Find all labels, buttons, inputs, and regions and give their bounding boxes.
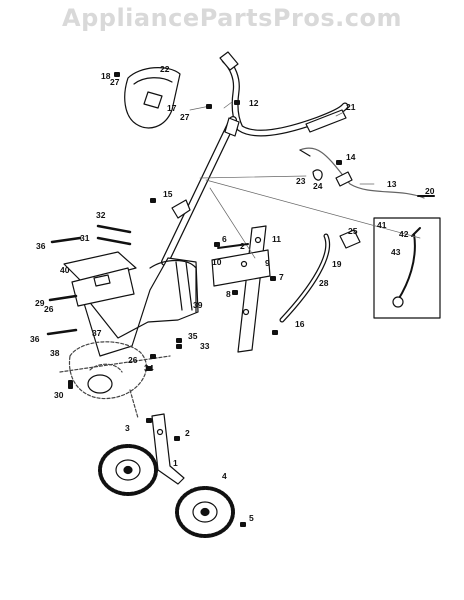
callout-14: 14 bbox=[346, 152, 356, 162]
callout-38: 38 bbox=[50, 348, 60, 358]
cable-clip bbox=[312, 169, 323, 181]
long-bolts bbox=[46, 224, 249, 336]
callout-labels: 1 2 3 4 5 6 2 7 8 9 10 11 12 13 14 15 16… bbox=[30, 64, 435, 523]
callout-13: 13 bbox=[387, 179, 397, 189]
handlebar bbox=[219, 51, 349, 137]
callout-4: 4 bbox=[222, 471, 227, 481]
callout-19: 19 bbox=[332, 259, 342, 269]
callout-30: 30 bbox=[54, 390, 64, 400]
callout-39: 39 bbox=[193, 300, 203, 310]
wheel-right bbox=[175, 486, 235, 538]
callout-11: 11 bbox=[272, 234, 281, 244]
chassis-plate bbox=[79, 257, 199, 357]
callout-12: 12 bbox=[249, 98, 259, 108]
callout-32: 32 bbox=[96, 210, 106, 220]
callout-22: 22 bbox=[160, 64, 170, 74]
callout-33: 33 bbox=[200, 341, 210, 351]
callout-41: 41 bbox=[377, 220, 387, 230]
callout-18: 18 bbox=[101, 71, 111, 81]
callout-26b: 26 bbox=[128, 355, 138, 365]
handle-bracket bbox=[211, 225, 271, 353]
callout-15: 15 bbox=[163, 189, 173, 199]
callout-25: 25 bbox=[348, 226, 358, 236]
callout-31: 31 bbox=[80, 233, 90, 243]
control-rod bbox=[279, 229, 361, 323]
tine-assembly bbox=[59, 341, 171, 419]
callout-10: 10 bbox=[212, 257, 222, 267]
callout-26: 26 bbox=[44, 304, 54, 314]
callout-43: 43 bbox=[391, 247, 401, 257]
callout-7: 7 bbox=[279, 272, 284, 282]
callout-29: 29 bbox=[35, 298, 45, 308]
handle-tube bbox=[161, 116, 240, 266]
throttle-cable bbox=[298, 147, 435, 200]
callout-27b: 27 bbox=[180, 112, 190, 122]
callout-40: 40 bbox=[60, 265, 70, 275]
callout-5: 5 bbox=[249, 513, 254, 523]
callout-3: 3 bbox=[125, 423, 130, 433]
callout-2b: 2 bbox=[240, 241, 245, 251]
callout-6: 6 bbox=[222, 234, 227, 244]
callout-9: 9 bbox=[265, 258, 270, 268]
leader-lines bbox=[189, 101, 421, 259]
callout-17: 17 bbox=[167, 103, 177, 113]
callout-1: 1 bbox=[173, 458, 178, 468]
watermark: AppliancePartsPros.com bbox=[62, 4, 402, 32]
callout-2: 2 bbox=[185, 428, 190, 438]
tine-hub bbox=[87, 374, 113, 394]
control-cover bbox=[124, 67, 181, 129]
callout-28: 28 bbox=[319, 278, 329, 288]
callout-34: 34 bbox=[144, 363, 154, 373]
callout-20: 20 bbox=[425, 186, 435, 196]
callout-21: 21 bbox=[346, 102, 356, 112]
callout-8: 8 bbox=[226, 289, 231, 299]
callout-23: 23 bbox=[296, 176, 306, 186]
fasteners bbox=[68, 72, 342, 527]
callout-27: 27 bbox=[110, 77, 120, 87]
wheel-left bbox=[98, 444, 158, 496]
callout-24: 24 bbox=[313, 181, 323, 191]
engine-mount-plate bbox=[63, 251, 137, 307]
callout-36b: 36 bbox=[30, 334, 40, 344]
callout-42: 42 bbox=[399, 229, 409, 239]
callout-16: 16 bbox=[295, 319, 305, 329]
callout-37: 37 bbox=[92, 328, 102, 338]
callout-35: 35 bbox=[188, 331, 198, 341]
callout-36: 36 bbox=[36, 241, 46, 251]
